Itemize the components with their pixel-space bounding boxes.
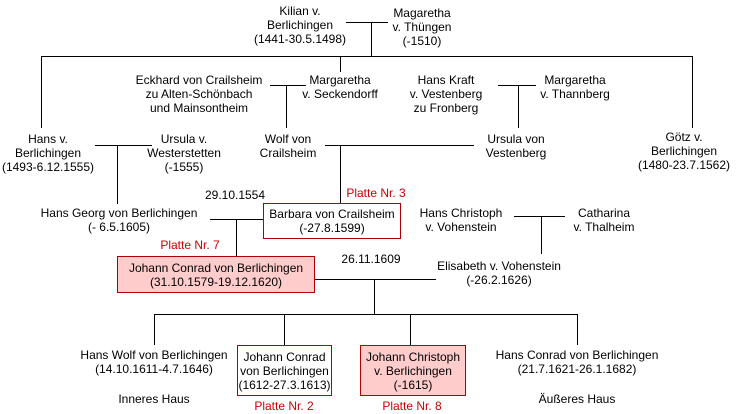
person-name: von Berlichingen [240, 364, 329, 378]
person-box-johann-conrad-elder: Johann Conrad von Berlichingen (31.10.15… [117, 256, 315, 293]
person-name: Johann Conrad von Berlichingen [128, 261, 304, 275]
person-name: zu Alten-Schönbach [145, 87, 253, 101]
person-name: v. Seckendorff [302, 87, 378, 101]
person-margaretha-thuengen: Magaretha v. Thüngen (-1510) [370, 6, 474, 48]
person-box-johann-christoph: Johann Christoph v. Berlichingen (-1615) [360, 345, 466, 396]
person-name: Hans Christoph [419, 206, 503, 220]
person-name: Magaretha [393, 6, 451, 20]
plate-label-8: Platte Nr. 8 [382, 399, 442, 413]
person-dates: (-26.2.1626) [466, 273, 532, 287]
person-name: Johann Conrad [243, 350, 326, 364]
person-name: Götz v. [665, 130, 703, 144]
person-dates: (-27.8.1599) [299, 221, 365, 235]
person-name: v. Vestenberg [409, 87, 483, 101]
person-dates: (1612-27.3.1613) [238, 378, 331, 392]
person-margaretha-thannberg: Margaretha v. Thannberg [520, 73, 630, 101]
person-ursula-westerstetten: Ursula v. Westerstetten (-1555) [128, 132, 240, 174]
person-name: Wolf von [264, 132, 312, 146]
person-hans-conrad: Hans Conrad von Berlichingen (21.7.1621-… [480, 348, 674, 376]
plate-label-3: Platte Nr. 3 [346, 186, 406, 200]
person-dates: (-1555) [164, 160, 204, 174]
person-name: Berlichingen [650, 144, 718, 158]
person-dates: (1493-6.12.1555) [1, 160, 95, 174]
person-margaretha-seckendorff: Margaretha v. Seckendorff [282, 73, 398, 101]
person-name: Hans Georg von Berlichingen [40, 206, 198, 220]
person-name: Ursula von [487, 132, 545, 146]
person-name: Barbara von Crailsheim [269, 207, 395, 221]
person-ursula-vestenberg: Ursula von Vestenberg [468, 132, 564, 160]
person-wolf-crailsheim: Wolf von Crailsheim [246, 132, 330, 160]
marriage-date-1554: 29.10.1554 [204, 188, 266, 202]
person-dates: (14.10.1611-4.7.1646) [95, 362, 213, 376]
person-hans-christoph-vohenstein: Hans Christoph v. Vohenstein [408, 206, 514, 234]
person-hans-georg: Hans Georg von Berlichingen (- 6.5.1605) [30, 206, 208, 234]
person-name: Ursula v. [160, 132, 208, 146]
person-name: Berlichingen [266, 18, 334, 32]
person-name: Johann Christoph [365, 350, 461, 364]
person-name: Hans Wolf von Berlichingen [80, 348, 228, 362]
person-name: v. Thüngen [392, 20, 452, 34]
person-name: Elisabeth v. Vohenstein [437, 259, 561, 273]
person-name: zu Fronberg [413, 101, 479, 115]
person-dates: (31.10.1579-19.12.1620) [149, 275, 283, 289]
person-dates: (1441-30.5.1498) [253, 32, 347, 46]
person-kilian: Kilian v. Berlichingen (1441-30.5.1498) [232, 4, 368, 46]
person-name: Hans v. [28, 132, 68, 146]
person-elisabeth-vohenstein: Elisabeth v. Vohenstein (-26.2.1626) [428, 259, 570, 287]
person-dates: (- 6.5.1605) [87, 220, 151, 234]
person-name: Berlichingen [14, 146, 82, 160]
person-name: v. Thalheim [573, 220, 635, 234]
person-hans-wolf: Hans Wolf von Berlichingen (14.10.1611-4… [58, 348, 250, 376]
person-hans-berlichingen: Hans v. Berlichingen (1493-6.12.1555) [0, 132, 102, 174]
house-label-aeusseres: Äußeres Haus [538, 392, 616, 406]
person-name: Kilian v. [279, 4, 321, 18]
person-box-barbara: Barbara von Crailsheim (-27.8.1599) [263, 203, 401, 239]
person-name: v. Thannberg [540, 87, 610, 101]
person-eckhard-crailsheim: Eckhard von Crailsheim zu Alten-Schönbac… [118, 73, 280, 115]
person-name: Hans Conrad von Berlichingen [495, 348, 659, 362]
plate-label-2: Platte Nr. 2 [254, 399, 314, 413]
person-name: Westerstetten [147, 146, 221, 160]
person-name: Crailsheim [259, 146, 317, 160]
person-dates: (-1510) [402, 34, 442, 48]
person-name: v. Vohenstein [425, 220, 497, 234]
person-name: v. Berlichingen [374, 364, 452, 378]
person-goetz-berlichingen: Götz v. Berlichingen (1480-23.7.1562) [630, 130, 736, 172]
person-name: Hans Kraft [417, 73, 475, 87]
person-name: Catharina [577, 206, 631, 220]
person-name: und Mainsontheim [149, 101, 249, 115]
person-dates: (21.7.1621-26.1.1682) [517, 362, 637, 376]
plate-label-7: Platte Nr. 7 [160, 238, 220, 252]
person-name: Margaretha [544, 73, 606, 87]
person-hans-kraft-vestenberg: Hans Kraft v. Vestenberg zu Fronberg [390, 73, 502, 115]
house-label-inneres: Inneres Haus [118, 392, 190, 406]
person-box-johann-conrad-younger: Johann Conrad von Berlichingen (1612-27.… [237, 345, 332, 396]
person-name: Vestenberg [485, 146, 547, 160]
person-name: Margaretha [309, 73, 371, 87]
person-dates: (-1615) [393, 378, 433, 392]
person-dates: (1480-23.7.1562) [637, 158, 731, 172]
marriage-date-1609: 26.11.1609 [341, 252, 401, 266]
person-catharina-thalheim: Catharina v. Thalheim [566, 206, 642, 234]
person-name: Eckhard von Crailsheim [135, 73, 263, 87]
